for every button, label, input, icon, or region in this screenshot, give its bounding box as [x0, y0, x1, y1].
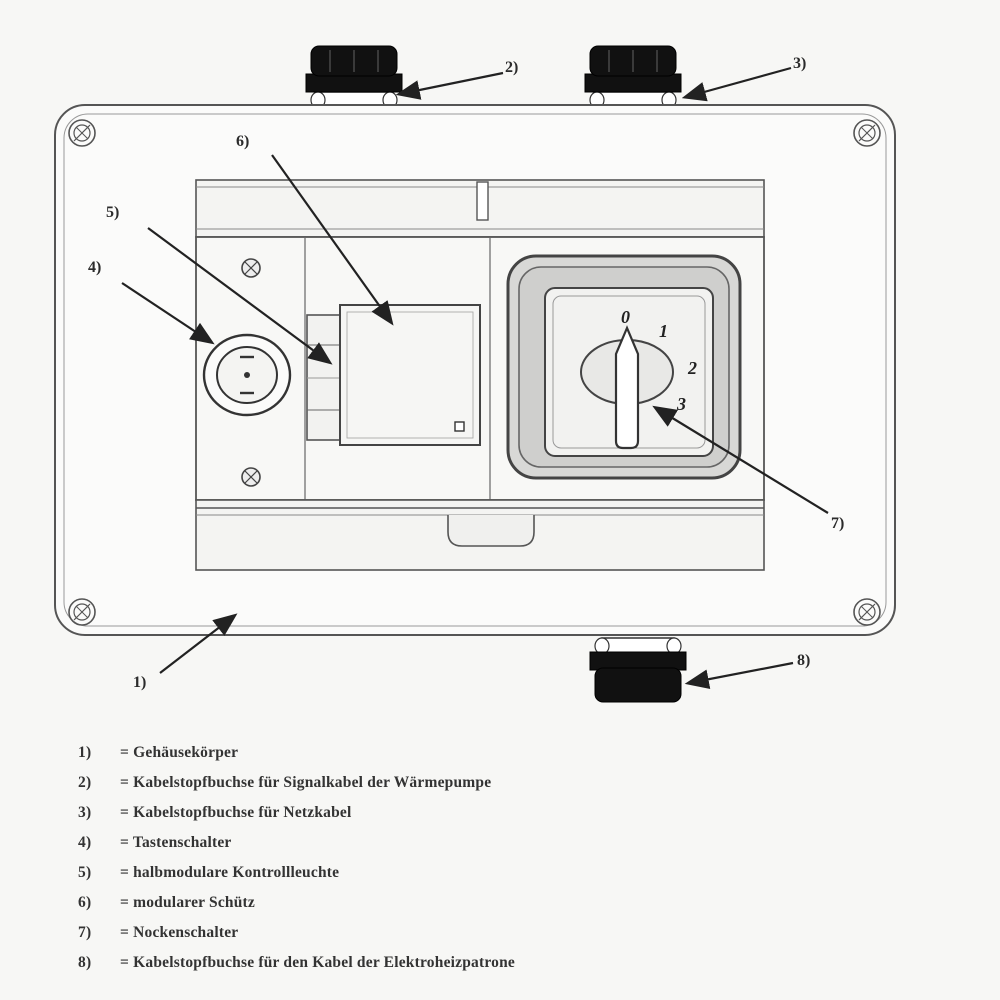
callout-label-2: 2)	[505, 59, 518, 76]
cable-gland-signal	[305, 45, 403, 109]
cam-switch: 0 1 2 3	[506, 254, 742, 480]
legend: 1) = Gehäusekörper 2) = Kabelstopfbuchse…	[78, 744, 938, 984]
legend-item-4: 4) = Tastenschalter	[78, 834, 938, 864]
callout-arrow-8	[684, 661, 794, 689]
callout-label-7: 7)	[831, 515, 844, 532]
legend-item-1: 1) = Gehäusekörper	[78, 744, 938, 774]
legend-text: = Kabelstopfbuchse für den Kabel der Ele…	[120, 954, 516, 971]
legend-item-7: 7) = Nockenschalter	[78, 924, 938, 954]
corner-screw-bottom-right	[853, 598, 881, 626]
callout-arrow-1	[159, 613, 238, 674]
callout-arrow-3	[681, 66, 792, 102]
switch-position-3: 3	[676, 394, 686, 414]
corner-screw-top-left	[68, 119, 96, 147]
callout-label-5: 5)	[106, 204, 119, 221]
legend-item-3: 3) = Kabelstopfbuchse für Netzkabel	[78, 804, 938, 834]
legend-num: 4)	[78, 834, 92, 851]
panel-tab	[476, 181, 489, 221]
legend-num: 2)	[78, 774, 92, 791]
corner-screw-top-right	[853, 119, 881, 147]
switch-position-1: 1	[659, 321, 668, 341]
callout-label-4: 4)	[88, 259, 101, 276]
contactor-module	[339, 304, 481, 446]
legend-item-2: 2) = Kabelstopfbuchse für Signalkabel de…	[78, 774, 938, 804]
legend-num: 7)	[78, 924, 92, 941]
callout-label-8: 8)	[797, 652, 810, 669]
legend-item-8: 8) = Kabelstopfbuchse für den Kabel der …	[78, 954, 938, 984]
legend-num: 8)	[78, 954, 92, 971]
legend-item-5: 5) = halbmodulare Kontrollleuchte	[78, 864, 938, 894]
callout-arrow-2	[395, 71, 504, 100]
legend-num: 5)	[78, 864, 92, 881]
cam-switch-knob-handle	[614, 325, 640, 450]
control-light-module	[306, 314, 341, 441]
cable-gland-mains	[584, 45, 682, 109]
panel-screw-bottom	[241, 467, 261, 487]
legend-text: = halbmodulare Kontrollleuchte	[120, 864, 340, 881]
callout-label-6: 6)	[236, 133, 249, 150]
legend-text: = Kabelstopfbuchse für Signalkabel der W…	[120, 774, 492, 791]
enclosure-diagram: 0 1 2 3 2) 3) 6) 5) 4) 7) 8) 1)	[54, 45, 896, 703]
corner-screw-bottom-left	[68, 598, 96, 626]
callout-arrow-5	[147, 227, 333, 365]
switch-position-2: 2	[687, 358, 697, 378]
legend-text: = modularer Schütz	[120, 894, 256, 911]
panel-screw-top	[241, 258, 261, 278]
legend-num: 3)	[78, 804, 92, 821]
legend-text: = Nockenschalter	[120, 924, 239, 941]
callout-arrow-6	[271, 154, 394, 326]
legend-text: = Gehäusekörper	[120, 744, 239, 761]
callout-arrow-4	[121, 282, 215, 345]
legend-num: 6)	[78, 894, 92, 911]
panel-clip-handle	[447, 515, 535, 547]
callout-label-3: 3)	[793, 55, 806, 72]
switch-position-0: 0	[621, 307, 630, 327]
legend-text: = Tastenschalter	[120, 834, 232, 851]
legend-text: = Kabelstopfbuchse für Netzkabel	[120, 804, 352, 821]
legend-num: 1)	[78, 744, 92, 761]
callout-arrow-7	[652, 405, 829, 514]
cable-gland-heater	[589, 637, 687, 703]
legend-item-6: 6) = modularer Schütz	[78, 894, 938, 924]
push-button	[202, 333, 292, 417]
callout-label-1: 1)	[133, 674, 146, 691]
